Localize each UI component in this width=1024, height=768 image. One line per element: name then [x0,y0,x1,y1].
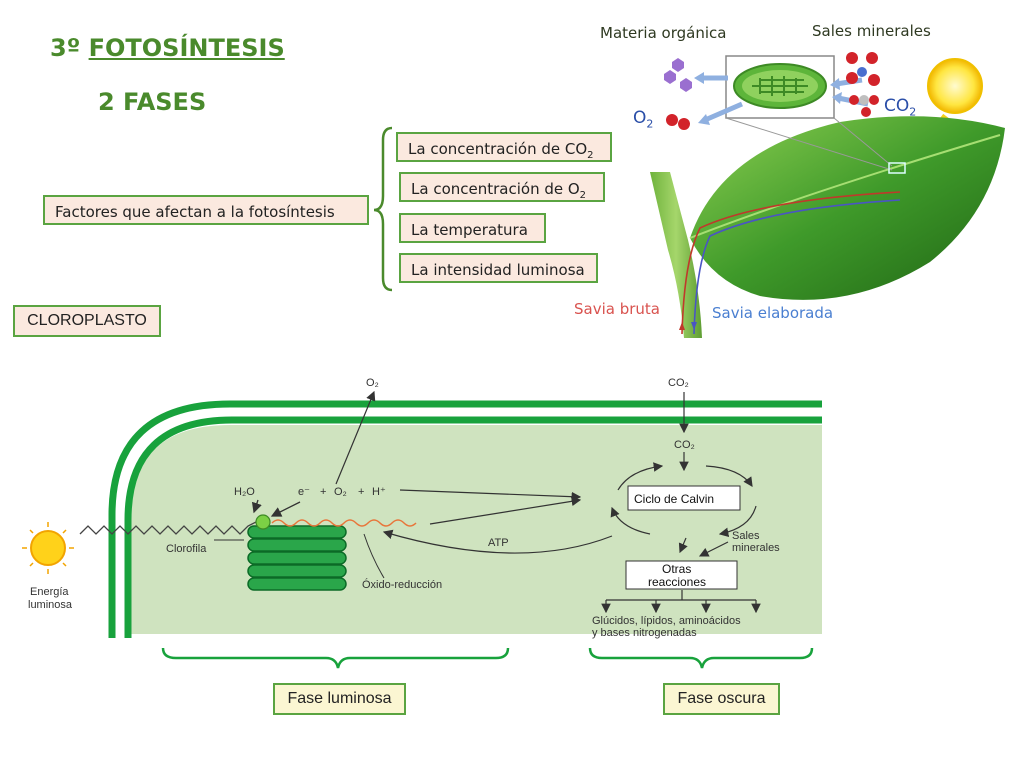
label-sales-minerales: Sales minerales [812,22,931,40]
factors-label: Factores que afectan a la fotosíntesis [43,195,369,225]
chlorophyll-icon [255,514,271,530]
factor-o2-text: La concentración de O [411,180,580,198]
electron-wave [271,519,417,527]
products-label-2: y bases nitrogenadas [592,627,697,639]
label-o2: O2 [633,108,653,130]
factor-co2-sub: 2 [587,150,594,161]
h2o-label: H₂O [234,486,255,498]
brace-fase-luminosa [161,647,510,669]
cloroplasto-label: CLOROPLASTO [13,305,161,337]
products-label-1: Glúcidos, lípidos, aminoácidos [592,615,741,627]
oxido-reduccion-label: Óxido-reducción [362,578,442,591]
factor-co2-text: La concentración de CO [408,140,588,158]
h-plus-label: H⁺ [372,486,386,498]
label-co2: CO2 [884,96,916,118]
otras-reacciones-box [625,560,738,590]
title-number: 3º [50,34,81,62]
title-text: FOTOSÍNTESIS [88,34,285,62]
stem [650,172,702,338]
savia-elaborada-line [693,199,901,335]
sun-energy-icon [22,522,74,574]
light-wave [79,521,257,535]
savia-bruta-line [681,191,901,335]
calvin-box [627,485,741,511]
atp-label: ATP [488,537,509,549]
label-co2-text: CO [884,96,910,116]
otras-label-2: reacciones [648,575,706,589]
label-o2-text: O [633,108,647,128]
electron-label: e⁻ [298,486,310,498]
o2-out-label: O₂ [366,377,379,389]
label-co2-sub: 2 [909,105,917,119]
page-subtitle: 2 FASES [98,88,207,116]
co2-in-label: CO₂ [668,377,689,389]
plus-2-label: + [358,486,364,498]
co2-molecule-icon [849,95,879,117]
factor-item-intensidad: La intensidad luminosa [399,253,598,283]
co2-inner-label: CO₂ [674,439,695,451]
label-savia-bruta: Savia bruta [574,300,660,318]
outer-membrane [108,400,822,638]
factor-temperatura-text: La temperatura [411,221,528,239]
factor-item-o2: La concentración de O2 [399,172,605,202]
label-o2-sub: 2 [646,117,654,131]
label-savia-elaborada: Savia elaborada [712,304,834,322]
label-materia-organica: Materia orgánica [600,24,727,42]
fase-oscura-label: Fase oscura [663,683,780,715]
calvin-label: Ciclo de Calvin [634,492,714,506]
fase-luminosa-label: Fase luminosa [273,683,406,715]
factor-item-co2: La concentración de CO2 [396,132,612,162]
sun-icon [927,58,983,114]
clorofila-label: Clorofila [166,543,207,555]
factor-intensidad-text: La intensidad luminosa [411,261,585,279]
sales-label-2: minerales [732,542,780,554]
thylakoid-stack [247,525,347,591]
factor-o2-sub: 2 [579,190,587,201]
energia-label-2: luminosa [28,599,73,611]
o2-molecule-icon [666,114,678,126]
factor-item-temperatura: La temperatura [399,213,546,243]
leaf [690,116,1005,300]
mineral-salts-icon [846,52,880,86]
o2-eq-label: O₂ [334,486,347,498]
stroma [130,425,822,634]
sales-label-1: Sales [732,530,760,542]
factors-brace [373,126,393,292]
inner-membrane [124,416,822,638]
brace-fase-oscura [588,647,814,669]
otras-label-1: Otras [662,562,691,576]
page-title: 3º FOTOSÍNTESIS [50,34,285,62]
organic-molecule-icon [672,58,684,72]
plus-1-label: + [320,486,326,498]
factors-label-text: Factores que afectan a la fotosíntesis [55,203,335,221]
energia-label-1: Energía [30,586,69,598]
